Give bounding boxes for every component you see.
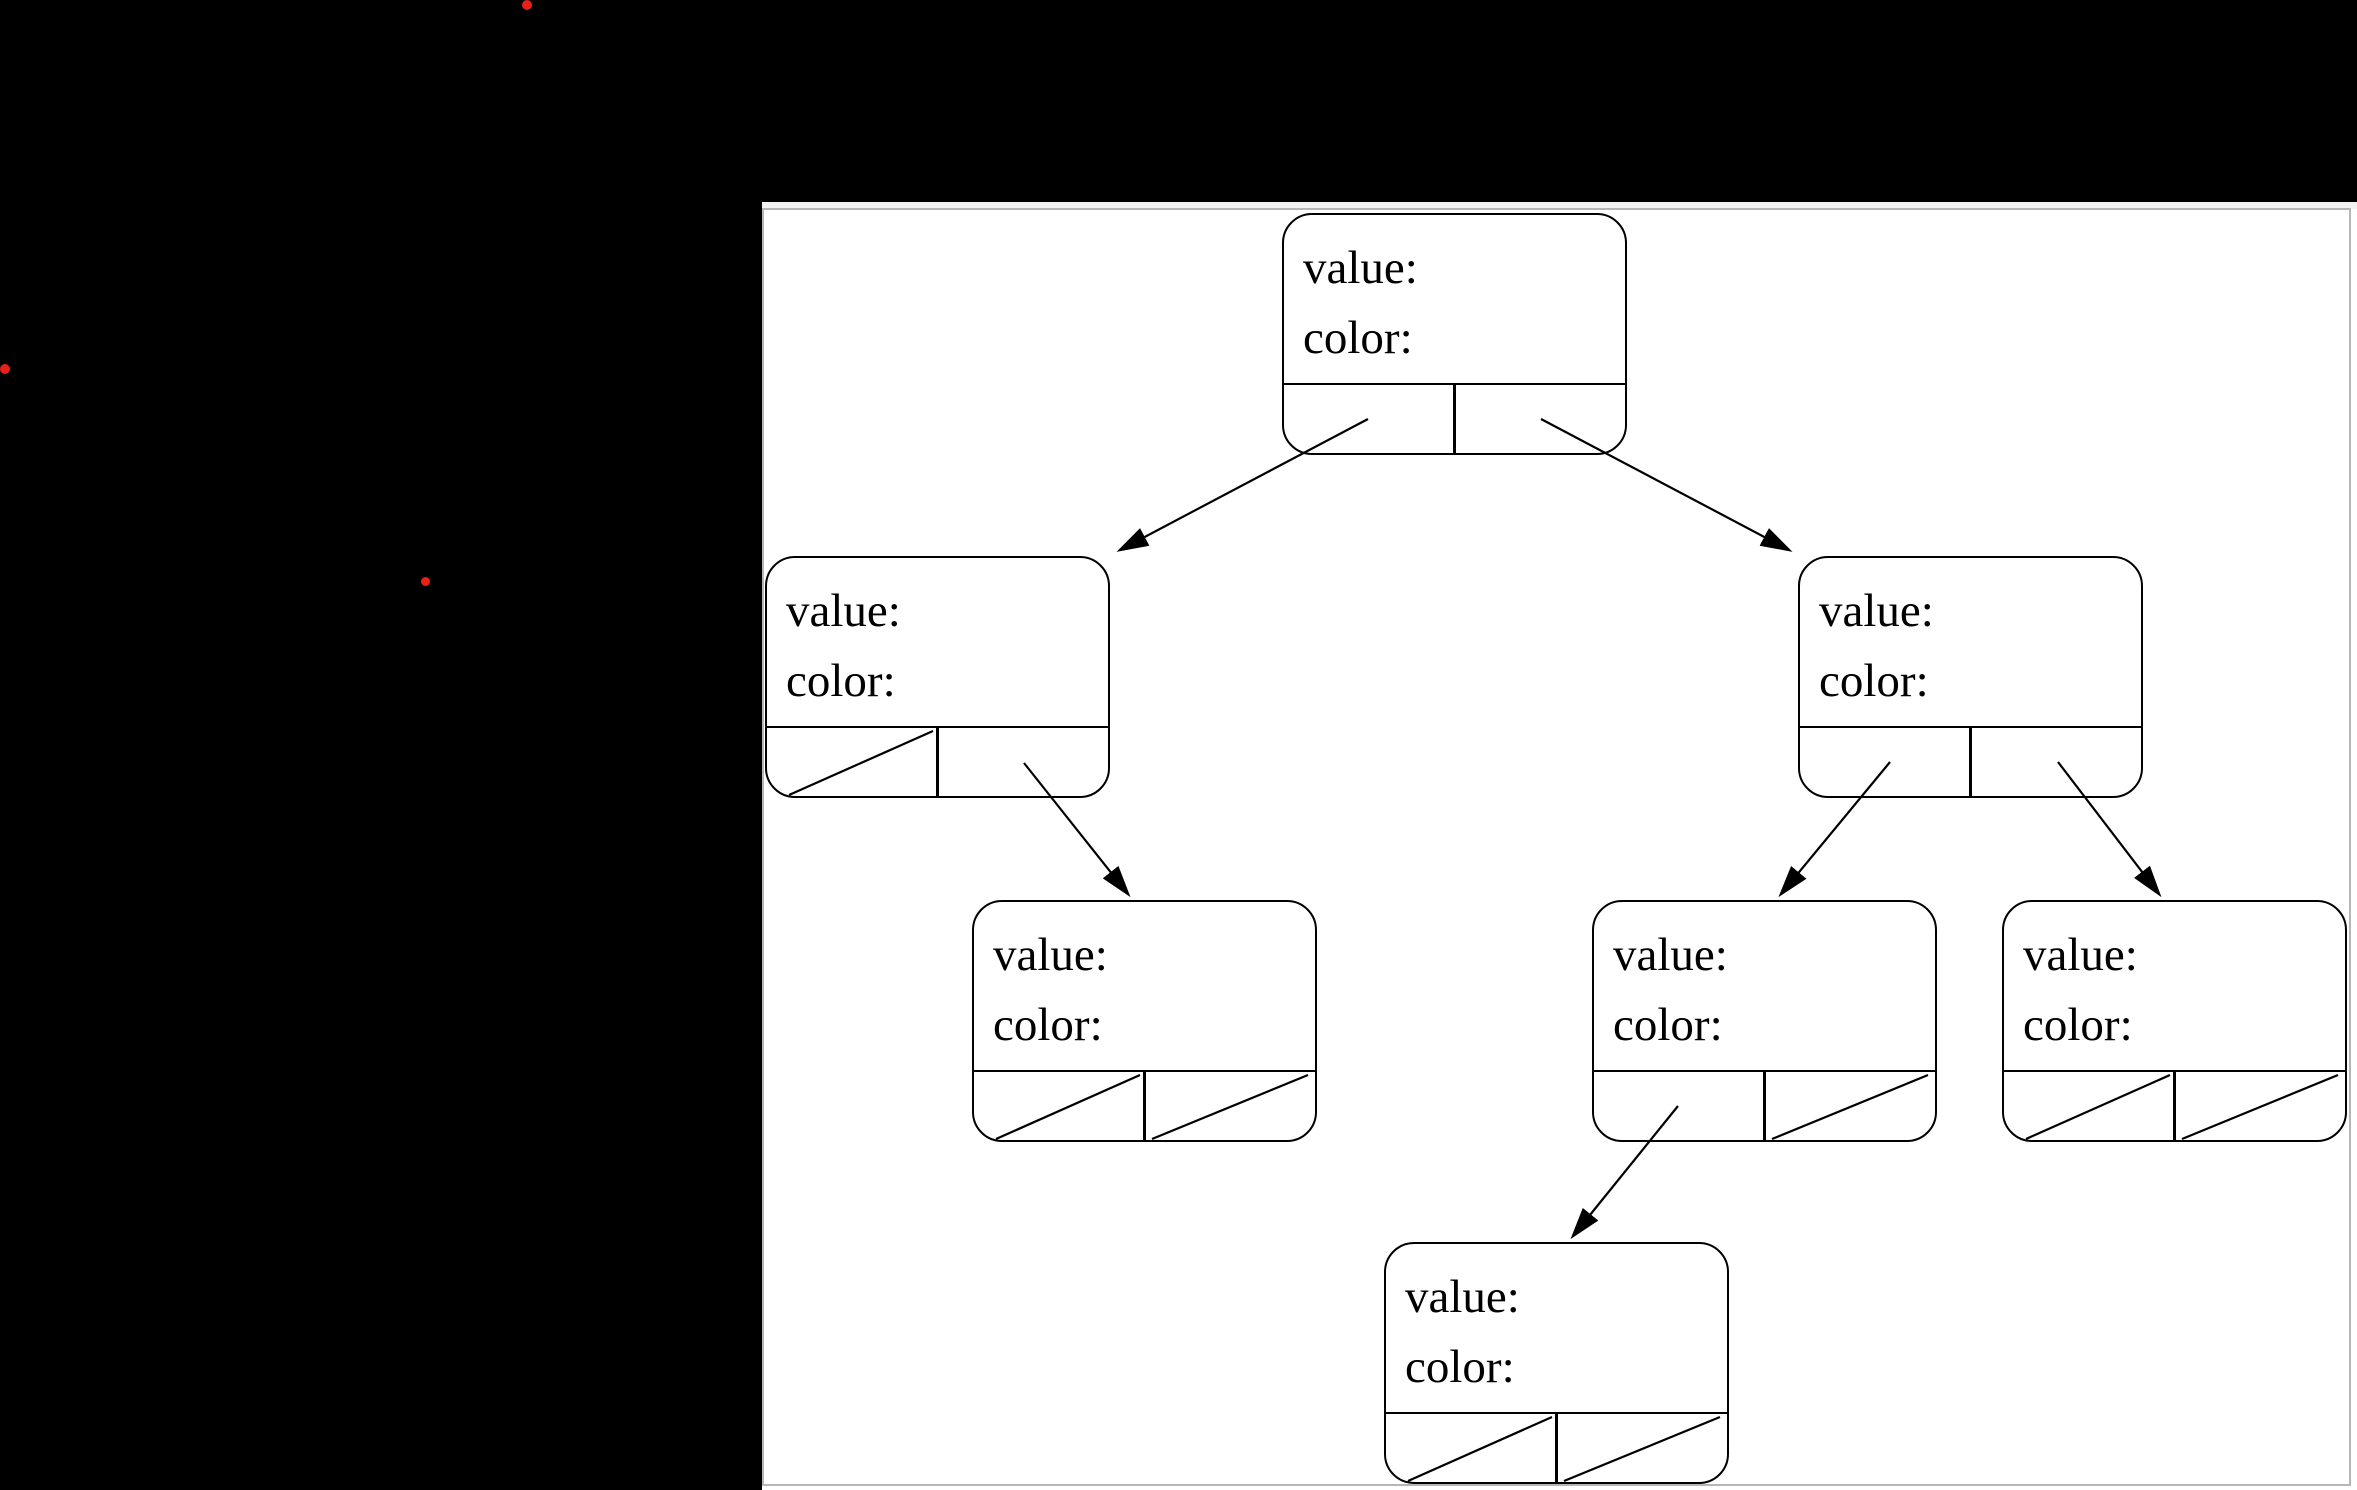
node-color-label: color: <box>1405 1341 1515 1393</box>
pointer-row <box>974 1070 1315 1140</box>
tree-node-left-right-grandchild: value: color: <box>972 900 1317 1142</box>
pointer-row <box>1594 1070 1935 1140</box>
canvas-border <box>762 208 2351 1486</box>
node-color-label: color: <box>786 655 896 707</box>
node-value-label: value: <box>2023 929 2138 981</box>
tree-node-right-right-grandchild: value: color: <box>2002 900 2347 1142</box>
pointer-cell-divider <box>1763 1072 1766 1140</box>
tree-node-right-left-grandchild: value: color: <box>1592 900 1937 1142</box>
node-value-label: value: <box>1303 242 1418 294</box>
node-color-label: color: <box>993 999 1103 1051</box>
tree-node-root: value: color: <box>1282 213 1627 455</box>
tree-node-right-child: value: color: <box>1798 556 2143 798</box>
node-color-label: color: <box>1303 312 1413 364</box>
pointer-row <box>2004 1070 2345 1140</box>
pointer-cell-divider <box>1143 1072 1146 1140</box>
pointer-cell-divider <box>1453 385 1456 453</box>
pointer-cell-divider <box>2173 1072 2176 1140</box>
node-color-label: color: <box>1819 655 1929 707</box>
tree-node-bottom: value: color: <box>1384 1242 1729 1484</box>
node-value-label: value: <box>1613 929 1728 981</box>
node-value-label: value: <box>1819 585 1934 637</box>
node-value-label: value: <box>993 929 1108 981</box>
pointer-row <box>767 726 1108 796</box>
tree-node-left-child: value: color: <box>765 556 1110 798</box>
pointer-cell-divider <box>1555 1414 1558 1482</box>
red-dot <box>0 364 10 374</box>
pointer-row <box>1284 383 1625 453</box>
node-value-label: value: <box>1405 1271 1520 1323</box>
red-dot <box>421 577 430 586</box>
canvas-top-strip <box>762 202 2357 209</box>
node-color-label: color: <box>2023 999 2133 1051</box>
pointer-row <box>1800 726 2141 796</box>
pointer-cell-divider <box>936 728 939 796</box>
pointer-row <box>1386 1412 1727 1482</box>
pointer-cell-divider <box>1969 728 1972 796</box>
red-dot <box>522 0 532 10</box>
node-color-label: color: <box>1613 999 1723 1051</box>
node-value-label: value: <box>786 585 901 637</box>
